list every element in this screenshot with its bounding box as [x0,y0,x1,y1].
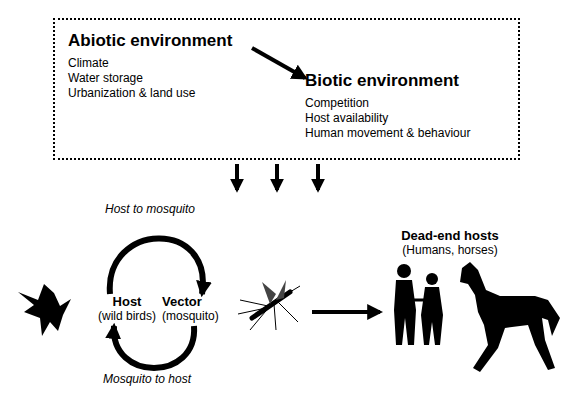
mosquito-legs [238,286,300,330]
node-text: Urbanization & land use [68,86,252,101]
connector-arrow [114,326,194,368]
mosquito-wing [276,280,286,300]
node-heading: Dead-end hosts [380,228,520,243]
person-head [426,273,438,285]
influence-arrow [275,164,279,190]
people-silhouette [394,264,443,345]
biotic-box: Biotic environmentCompetitionHost availa… [305,70,510,141]
node-text: Competition [305,96,510,111]
node-text: Host availability [305,111,510,126]
node-heading: Host [92,294,162,309]
person-body [394,280,416,345]
mosquito-wing [262,282,276,304]
node-text: Human movement & behaviour [305,126,510,141]
influence-arrow [235,164,239,190]
connector-arrow [110,238,203,294]
node-heading: Vector [162,294,312,309]
connector-arrow [312,310,380,314]
node-text: Climate [68,56,252,71]
bird-silhouette [18,284,71,336]
edge-label: Host to mosquito [105,202,195,216]
mosquito-silhouette [238,280,300,330]
horse-silhouette [460,262,560,372]
influence-arrow [316,164,320,190]
vector-node: Vector(mosquito) [162,294,312,326]
edge-label: Mosquito to host [103,372,191,386]
node-heading: Biotic environment [305,70,510,92]
connector-arrow [252,48,305,78]
dead-end-node: Dead-end hosts(Humans, horses) [380,228,570,378]
node-text: (Humans, horses) [380,243,520,258]
node-heading: Abiotic environment [68,30,252,52]
person-head [397,264,411,278]
host-node: Host(wild birds) [92,294,162,326]
node-text: Water storage [68,71,252,86]
linked-arms [413,299,425,302]
node-text: (wild birds) [92,309,162,324]
node-text: (mosquito) [162,309,312,324]
abiotic-box: Abiotic environmentClimateWater storageU… [68,30,252,106]
context-box: Abiotic environmentClimateWater storageU… [53,18,520,160]
person-body [421,287,443,345]
